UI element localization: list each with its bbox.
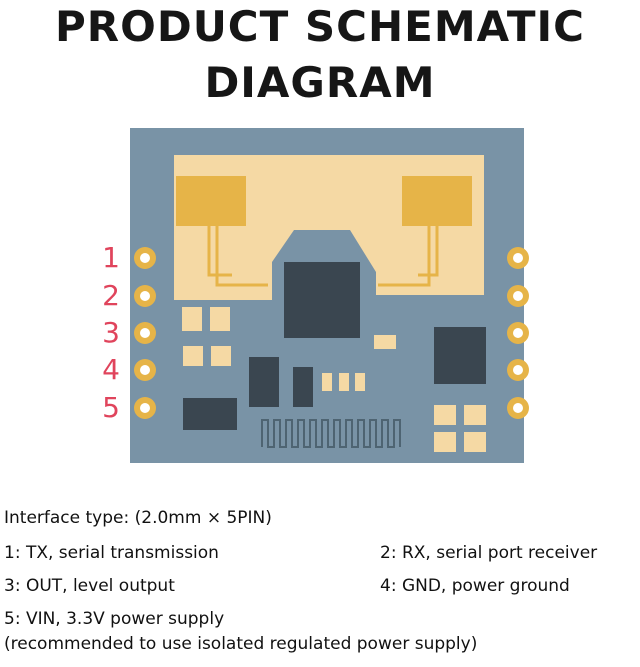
dark-components xyxy=(183,327,486,430)
title-line-2: DIAGRAM xyxy=(204,58,436,107)
pin-number-3: 3 xyxy=(102,316,120,349)
pin-5-description: 5: VIN, 3.3V power supply xyxy=(4,609,225,629)
power-supply-note: (recommended to use isolated regulated p… xyxy=(4,634,478,654)
antenna-feed-lines xyxy=(207,226,439,287)
title-line-1: PRODUCT SCHEMATIC xyxy=(55,2,585,51)
right-pin-pads xyxy=(507,247,529,419)
pin-number-4: 4 xyxy=(102,353,120,386)
pin-number-2: 2 xyxy=(102,279,120,312)
interface-type: Interface type: (2.0mm × 5PIN) xyxy=(4,508,272,528)
pin-number-1: 1 xyxy=(102,241,120,274)
antenna-patch-right xyxy=(402,176,472,226)
pin-number-5: 5 xyxy=(102,391,120,424)
passive-pads xyxy=(182,307,486,452)
main-chip xyxy=(284,262,360,338)
pin-3-description: 3: OUT, level output xyxy=(4,576,175,596)
pin-2-description: 2: RX, serial port receiver xyxy=(380,543,598,563)
pin-4-description: 4: GND, power ground xyxy=(380,576,570,596)
left-pin-pads xyxy=(134,247,156,419)
meander-trace xyxy=(261,419,401,448)
pin-1-description: 1: TX, serial transmission xyxy=(4,543,219,563)
antenna-patch-left xyxy=(176,176,246,226)
